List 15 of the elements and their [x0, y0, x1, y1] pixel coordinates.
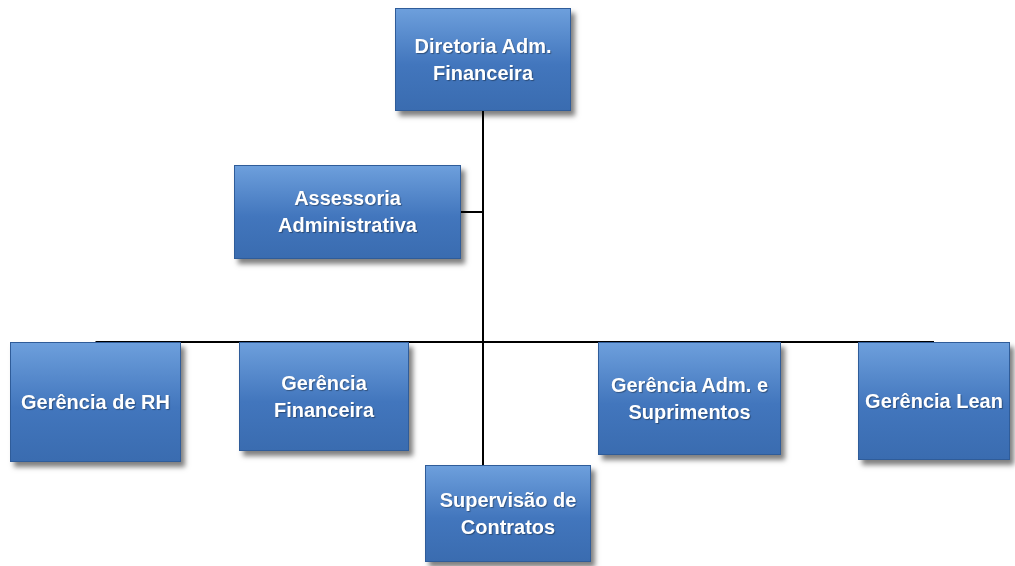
unit-name: Gerência Financeira	[272, 370, 376, 423]
org-unit-box	[239, 342, 409, 451]
unit-name: Gerência Adm. e Suprimentos	[609, 372, 770, 425]
org-unit-box	[234, 165, 461, 259]
unit-name: Gerência Lean	[865, 388, 1003, 414]
org-unit-box	[598, 342, 781, 455]
unit-name: Supervisão de Contratos	[438, 487, 578, 540]
org-unit-box	[10, 342, 181, 462]
org-unit-box	[395, 8, 571, 111]
connector-line	[482, 110, 484, 466]
org-unit-box	[425, 465, 591, 562]
unit-name: Gerência de RH	[21, 389, 170, 415]
unit-name: Diretoria Adm. Financeira	[413, 33, 553, 86]
unit-name: Assessoria Administrativa	[277, 186, 418, 238]
org-unit-box	[858, 342, 1010, 460]
